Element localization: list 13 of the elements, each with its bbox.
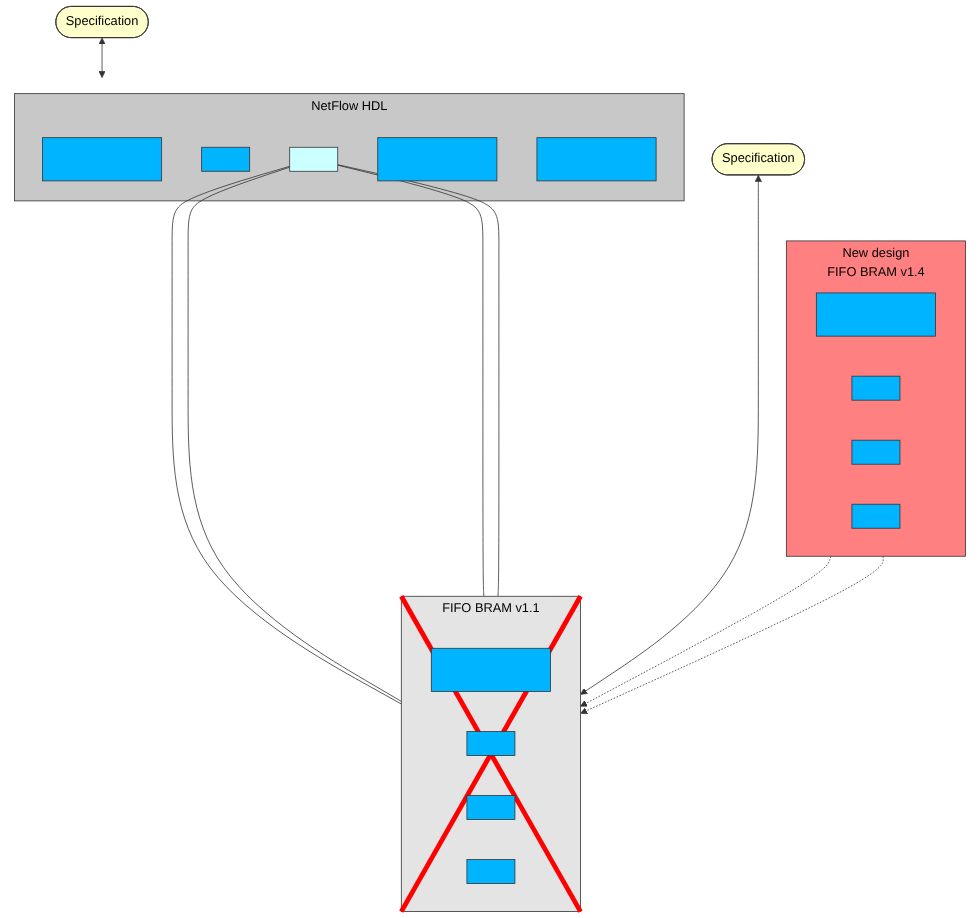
node-box [851, 375, 901, 401]
node-box [466, 795, 516, 820]
node-box [851, 503, 901, 529]
node-bar [536, 137, 657, 182]
node-bar [430, 647, 551, 692]
node-bar [42, 137, 163, 182]
node-box [201, 146, 251, 172]
node-box [289, 146, 339, 172]
node-box [466, 731, 516, 756]
node-bar [377, 137, 498, 182]
node-box [466, 859, 516, 884]
node-box [851, 439, 901, 465]
node-bar [815, 292, 936, 337]
